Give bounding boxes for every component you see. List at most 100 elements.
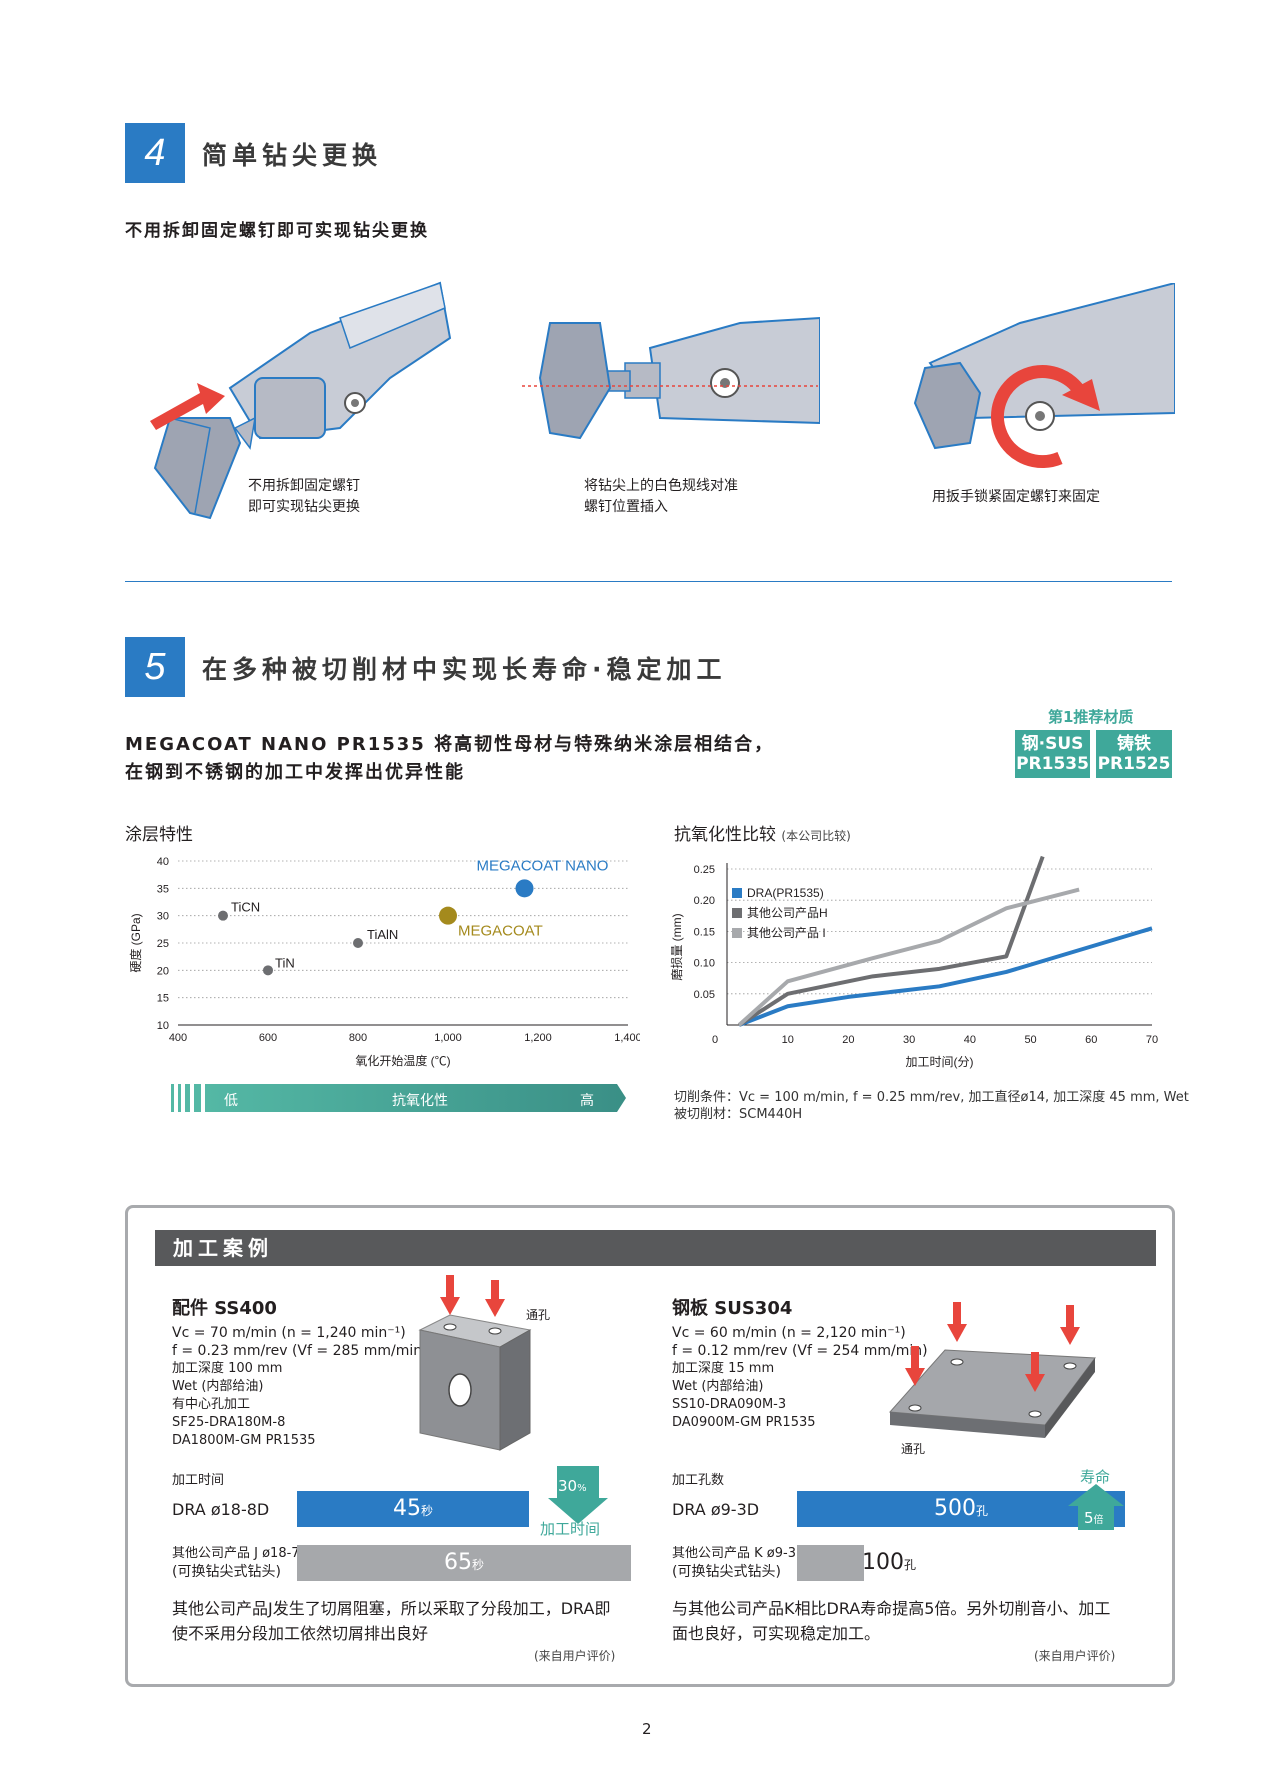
series-line (738, 855, 1045, 1027)
case-left-metric-label: 加工时间 (172, 1473, 225, 1488)
x-tick-label: 10 (782, 1034, 794, 1046)
data-point (515, 879, 534, 898)
series-line (738, 926, 1153, 1027)
series-line (737, 887, 1080, 1027)
caption-step-1: 不用拆卸固定螺钉 即可实现钻尖更换 (248, 478, 360, 515)
y-tick-label: 30 (157, 911, 169, 923)
case-right-specs: Vc = 60 m/min (n = 2,120 min⁻¹) f = 0.12… (672, 1325, 928, 1430)
section-number-4: 4 (125, 123, 185, 183)
case-right-source: (来自用户评价) (1034, 1649, 1116, 1663)
x-tick-label: 30 (903, 1034, 915, 1046)
section-lead-line-2: 在钢到不锈钢的加工中发挥出优异性能 (125, 762, 465, 783)
case-left-row2-bar: 65秒 (297, 1545, 631, 1581)
drill-illustration-insert (150, 281, 452, 520)
y-axis-label: 磨损量 (mm) (670, 913, 684, 980)
x-tick-label: 1,400 (614, 1032, 640, 1044)
chart1-title: 涂层特性 (125, 825, 193, 845)
arrow-high-label: 高 (580, 1093, 594, 1109)
up-arrow-icon (1068, 1484, 1124, 1530)
legend-label: 其他公司产品H (747, 906, 828, 920)
x-tick-label: 600 (259, 1032, 277, 1044)
case-right-note: 与其他公司产品K相比DRA寿命提高5倍。另外切削音小、加工 面也良好，可实现稳定… (672, 1599, 1111, 1643)
x-tick-label: 20 (842, 1034, 854, 1046)
x-tick-label: 40 (964, 1034, 976, 1046)
workpiece-plate-illustration (888, 1302, 1096, 1438)
y-axis-label: 硬度 (GPa) (128, 913, 143, 972)
reduction-label: 加工时间 (540, 1520, 601, 1538)
life-label: 寿命 (1080, 1468, 1111, 1486)
x-tick-label: 400 (169, 1032, 187, 1044)
x-tick-label: 60 (1085, 1034, 1097, 1046)
case-right-row2-label: 其他公司产品 K ø9-3D (可换钻尖式钻头) (672, 1546, 806, 1580)
recommended-grade-title: 第1推荐材质 (1048, 708, 1134, 726)
reduction-percent: 30% (558, 1477, 587, 1495)
section-divider (125, 581, 1172, 582)
data-point (263, 965, 273, 976)
case-study-header: 加工案例 (155, 1230, 1156, 1266)
point-label: TiN (275, 955, 295, 970)
section-title-4: 简单钻尖更换 (202, 141, 383, 170)
y-tick-label: 0.05 (694, 989, 715, 1001)
section-subtitle-4: 不用拆卸固定螺钉即可实现钻尖更换 (125, 221, 429, 241)
y-tick-label: 20 (157, 965, 169, 977)
case-left-row2-label: 其他公司产品 J ø18-7D (可换钻尖式钻头) (172, 1546, 310, 1580)
arrow-mid-label: 抗氧化性 (392, 1093, 448, 1109)
case-right-row2-value: 100孔 (862, 1550, 917, 1575)
legend-swatch (732, 928, 742, 938)
life-multiplier: 5倍 (1084, 1509, 1104, 1527)
legend-swatch (732, 908, 742, 918)
arrow-low-label: 低 (224, 1093, 238, 1109)
y-tick-label: 15 (157, 993, 169, 1005)
point-label: TiAlN (367, 927, 398, 942)
chart2-title: 抗氧化性比较 (本公司比较) (674, 825, 851, 845)
case-study-box (125, 1205, 1175, 1687)
oxidation-arrow-bar (171, 1084, 626, 1112)
legend-label: DRA(PR1535) (747, 886, 824, 900)
case-right-row1-label: DRA ø9-3D (672, 1500, 760, 1519)
data-point (439, 906, 457, 925)
y-tick-label: 35 (157, 883, 169, 895)
x-tick-label: 70 (1146, 1034, 1158, 1046)
x-tick-label: 1,200 (524, 1032, 552, 1044)
point-label: MEGACOAT NANO (477, 857, 609, 874)
drill-illustration-align (522, 316, 820, 440)
x-tick-label: 800 (349, 1032, 367, 1044)
cutting-conditions-note: 切削条件：Vc = 100 m/min, f = 0.25 mm/rev, 加工… (674, 1090, 1189, 1122)
x-axis-label: 氧化开始温度 (℃) (355, 1053, 450, 1068)
grade-badge-cast-iron: 铸铁 PR1525 (1096, 730, 1172, 778)
case-left-row1-bar: 45秒 (297, 1491, 529, 1527)
case-right-metric-label: 加工孔数 (672, 1473, 725, 1488)
case-right-row1-bar: 500孔 (797, 1491, 1125, 1527)
down-arrow-icon (548, 1466, 608, 1524)
y-tick-label: 10 (157, 1020, 169, 1032)
case-right-row2-bar (797, 1545, 864, 1581)
through-hole-label-left: 通孔 (526, 1308, 551, 1322)
y-tick-label: 0.20 (694, 895, 715, 907)
caption-step-3: 用扳手锁紧固定螺钉来固定 (932, 489, 1100, 505)
through-hole-label-right: 通孔 (901, 1442, 926, 1456)
y-tick-label: 0.15 (694, 926, 715, 938)
data-point (218, 910, 228, 921)
case-left-row1-label: DRA ø18-8D (172, 1500, 270, 1519)
legend-label: 其他公司产品 I (747, 926, 826, 940)
section-title-5: 在多种被切削材中实现长寿命·稳定加工 (202, 655, 727, 684)
x-tick-label: 0 (712, 1034, 718, 1046)
case-left-note: 其他公司产品J发生了切屑阻塞，所以采取了分段加工，DRA即 使不采用分段加工依然… (172, 1599, 611, 1643)
workpiece-block-illustration (418, 1275, 532, 1451)
legend-swatch (732, 888, 742, 898)
y-tick-label: 0.25 (694, 864, 715, 876)
x-tick-label: 50 (1024, 1034, 1036, 1046)
case-right-title: 钢板 SUS304 (672, 1298, 793, 1319)
case-left-title: 配件 SS400 (172, 1298, 277, 1319)
y-tick-label: 40 (157, 856, 169, 868)
section-number-5: 5 (125, 637, 185, 697)
data-point (353, 938, 363, 948)
caption-step-2: 将钻尖上的白色规线对准 螺钉位置插入 (584, 478, 738, 515)
point-label: MEGACOAT (458, 923, 543, 940)
grade-badge-steel: 钢·SUS PR1535 (1015, 730, 1090, 778)
section-lead-line-1: MEGACOAT NANO PR1535 将高韧性母材与特殊纳米涂层相结合， (125, 734, 775, 755)
drill-illustration-tighten (913, 283, 1175, 469)
x-axis-label: 加工时间(分) (906, 1055, 974, 1069)
